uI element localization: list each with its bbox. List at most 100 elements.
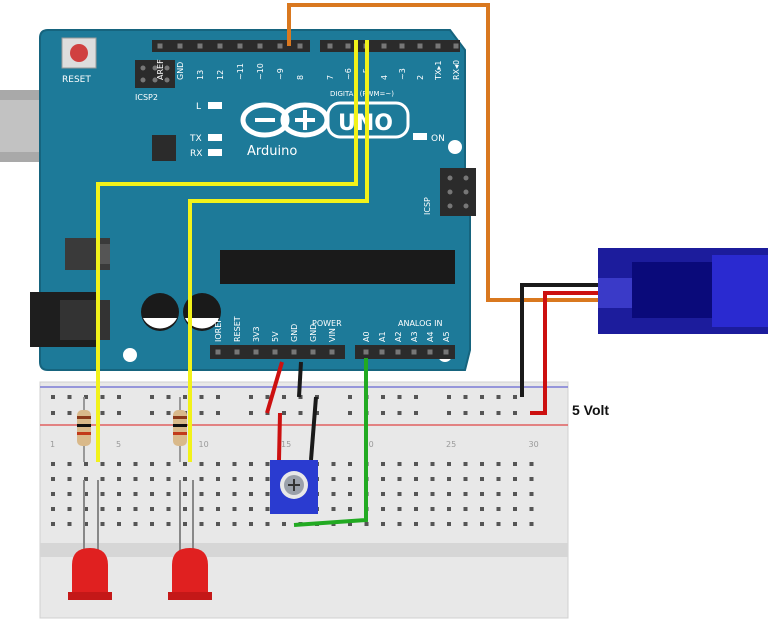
breadboard-hole xyxy=(397,462,402,466)
breadboard-hole xyxy=(183,522,187,526)
pin-label: ~11 xyxy=(236,63,245,80)
breadboard-hole xyxy=(150,462,154,466)
header-pin xyxy=(277,43,283,49)
breadboard-hole xyxy=(529,492,534,496)
breadboard-hole xyxy=(414,395,418,399)
breadboard-hole xyxy=(381,411,385,415)
breadboard-hole xyxy=(166,522,171,526)
reset-button[interactable] xyxy=(61,37,97,69)
header-pin xyxy=(297,43,303,49)
header-pin xyxy=(329,349,335,355)
pin-label: A1 xyxy=(378,331,387,342)
breadboard-hole xyxy=(348,507,352,511)
breadboard-hole xyxy=(397,477,402,481)
column-number: 20 xyxy=(364,440,374,449)
breadboard-hole xyxy=(265,477,270,481)
pin-label: GND xyxy=(309,324,318,342)
header-pin xyxy=(234,349,240,355)
breadboard-hole xyxy=(265,492,270,496)
breadboard-hole xyxy=(51,507,55,511)
pin-label: VIN xyxy=(328,328,337,342)
breadboard-hole xyxy=(496,492,501,496)
pin-label: GND xyxy=(290,324,299,342)
breadboard-hole xyxy=(430,522,435,526)
breadboard-hole xyxy=(265,507,270,511)
breadboard-hole xyxy=(133,522,138,526)
breadboard-hole xyxy=(150,492,154,496)
breadboard-hole xyxy=(67,462,72,466)
resistor xyxy=(77,397,91,462)
servo-motor xyxy=(598,248,768,334)
black-gnd-wire xyxy=(297,361,303,398)
breadboard-hole xyxy=(216,462,220,466)
breadboard-hole xyxy=(430,477,435,481)
rx-label: RX xyxy=(190,149,202,159)
breadboard-hole xyxy=(496,507,501,511)
analog-header xyxy=(355,345,455,359)
breadboard-hole xyxy=(331,492,336,496)
breadboard-hole xyxy=(447,395,451,399)
header-pin xyxy=(215,349,221,355)
led-on-indicator xyxy=(413,133,427,140)
breadboard-hole xyxy=(496,411,501,415)
breadboard-hole xyxy=(117,507,121,511)
breadboard-hole xyxy=(265,395,270,399)
digital-header-right xyxy=(320,40,460,52)
breadboard-hole xyxy=(414,411,418,415)
on-label: ON xyxy=(431,134,445,144)
breadboard-hole xyxy=(100,395,105,399)
breadboard-hole xyxy=(199,462,204,466)
microcontroller-chip xyxy=(220,250,455,284)
breadboard-hole xyxy=(133,462,138,466)
black-servo-wire xyxy=(520,283,630,397)
breadboard-hole xyxy=(117,395,121,399)
breadboard-hole xyxy=(282,395,286,399)
breadboard-hole xyxy=(447,507,451,511)
pin-label: TX▸1 xyxy=(434,61,443,81)
pin-label: ~10 xyxy=(256,63,265,80)
breadboard-hole xyxy=(282,411,286,415)
breadboard-hole xyxy=(117,477,121,481)
header-pin xyxy=(411,349,417,355)
breadboard-hole xyxy=(397,507,402,511)
breadboard-hole xyxy=(216,477,220,481)
breadboard-hole xyxy=(67,477,72,481)
breadboard-hole xyxy=(496,462,501,466)
header-pin xyxy=(453,43,459,49)
breadboard-hole xyxy=(100,411,105,415)
pin-label: A5 xyxy=(442,331,451,342)
red-led xyxy=(168,480,212,600)
usb-chip xyxy=(152,135,176,161)
breadboard-hole xyxy=(84,507,88,511)
pin-label: 5V xyxy=(271,331,280,342)
breadboard-hole xyxy=(183,507,187,511)
breadboard-hole xyxy=(348,492,352,496)
breadboard-hole xyxy=(100,477,105,481)
breadboard-hole xyxy=(265,522,270,526)
breadboard-hole xyxy=(381,522,385,526)
breadboard-hole xyxy=(397,395,402,399)
breadboard-hole xyxy=(232,462,237,466)
breadboard-hole xyxy=(216,411,220,415)
breadboard-hole xyxy=(414,507,418,511)
breadboard-hole xyxy=(150,411,154,415)
breadboard-hole xyxy=(513,462,517,466)
breadboard-hole xyxy=(249,492,253,496)
breadboard-hole xyxy=(381,395,385,399)
breadboard-hole xyxy=(447,462,451,466)
breadboard-hole xyxy=(51,492,55,496)
pin-label: 13 xyxy=(196,70,205,80)
breadboard-hole xyxy=(117,411,121,415)
red-5v-wire xyxy=(265,361,284,414)
breadboard-hole xyxy=(331,462,336,466)
header-pin xyxy=(157,43,163,49)
breadboard-hole xyxy=(199,477,204,481)
breadboard-hole xyxy=(84,522,88,526)
pin-label: A4 xyxy=(426,331,435,342)
breadboard-hole xyxy=(381,507,385,511)
breadboard-hole xyxy=(513,492,517,496)
breadboard-hole xyxy=(216,507,220,511)
breadboard-hole xyxy=(513,395,517,399)
